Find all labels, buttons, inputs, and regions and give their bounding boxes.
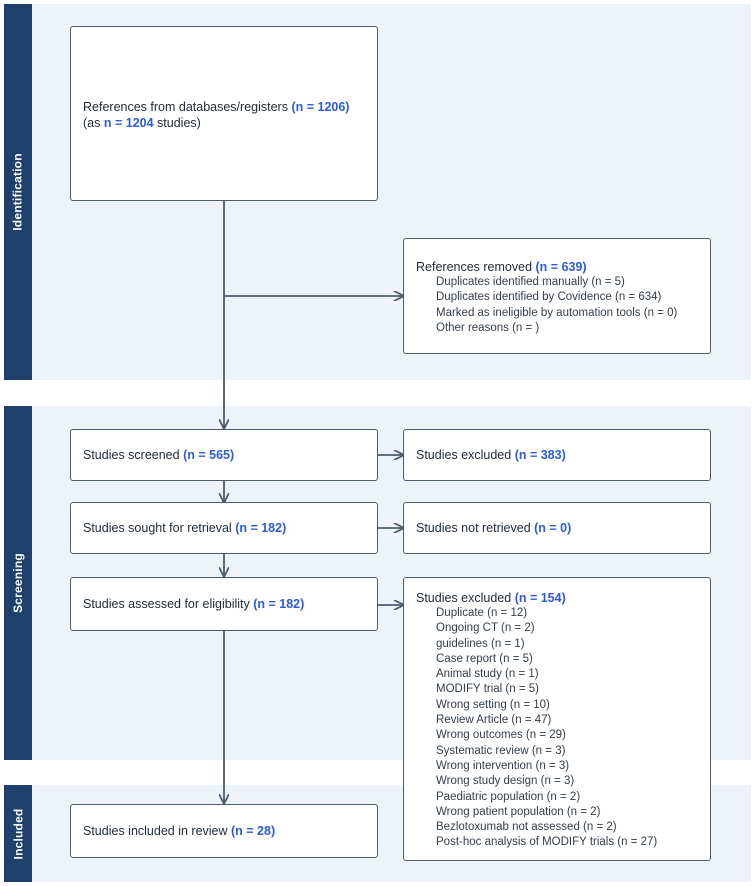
references-label: References from databases/registers (83, 100, 288, 114)
exclusion-reason: Post-hoc analysis of MODIFY trials (n = … (436, 836, 658, 849)
studies-not-retrieved-count: (n = 0) (534, 521, 572, 535)
exclusion-reason: guidelines (n = 1) (436, 637, 525, 650)
eligibility-excluded-count: (n = 154) (514, 591, 566, 605)
references-count: (n = 1206) (291, 100, 350, 114)
eligibility-excluded-label: Studies excluded (416, 591, 512, 605)
references-removed-box: References removed (n = 639) Duplicates … (403, 238, 711, 354)
studies-assessed-box: Studies assessed for eligibility (n = 18… (70, 577, 378, 631)
removed-reason: Other reasons (n = ) (436, 321, 540, 334)
removed-reason: Marked as ineligible by automation tools… (436, 306, 678, 319)
studies-sought-count: (n = 182) (235, 521, 287, 535)
exclusion-reason: Bezlotoxumab not assessed (n = 2) (436, 821, 617, 834)
studies-screened-box: Studies screened (n = 565) (70, 429, 378, 481)
studies-excluded-count: (n = 383) (514, 448, 566, 462)
studies-included-count: (n = 28) (231, 824, 276, 838)
studies-screened-count: (n = 565) (183, 448, 235, 462)
exclusion-reason: Wrong setting (n = 10) (436, 698, 550, 711)
references-studies-count: n = 1204 (103, 116, 154, 130)
removed-reason: Duplicates identified manually (n = 5) (436, 276, 625, 288)
exclusion-reason: Case report (n = 5) (436, 652, 533, 665)
removed-reason: Duplicates identified by Covidence (n = … (436, 291, 662, 304)
studies-excluded-box: Studies excluded (n = 383) (403, 429, 711, 481)
exclusion-reason: Systematic review (n = 3) (436, 744, 566, 757)
eligibility-excluded-box: Studies excluded (n = 154) Duplicate (n … (403, 577, 711, 861)
references-box: References from databases/registers (n =… (70, 26, 378, 201)
phase-label-identification: Identification (4, 4, 32, 380)
phase-label-screening: Screening (4, 406, 32, 760)
exclusion-reason: Review Article (n = 47) (436, 714, 552, 727)
references-removed-label: References removed (416, 260, 533, 274)
studies-not-retrieved-box: Studies not retrieved (n = 0) (403, 502, 711, 554)
exclusion-reason: Paediatric population (n = 2) (436, 790, 581, 803)
exclusion-reason: Wrong patient population (n = 2) (436, 805, 601, 818)
references-removed-count: (n = 639) (535, 260, 587, 274)
exclusion-reason: Animal study (n = 1) (436, 668, 539, 681)
exclusion-reason: Wrong study design (n = 3) (436, 775, 575, 788)
exclusion-reason: Wrong intervention (n = 3) (436, 759, 570, 772)
studies-sought-box: Studies sought for retrieval (n = 182) (70, 502, 378, 554)
exclusion-reason: Ongoing CT (n = 2) (436, 622, 535, 635)
studies-assessed-count: (n = 182) (253, 597, 305, 611)
exclusion-reason: MODIFY trial (n = 5) (436, 683, 539, 696)
exclusion-reason: Wrong outcomes (n = 29) (436, 729, 566, 742)
phase-label-included: Included (4, 785, 32, 882)
studies-included-box: Studies included in review (n = 28) (70, 804, 378, 858)
exclusion-reason: Duplicate (n = 12) (436, 607, 528, 619)
